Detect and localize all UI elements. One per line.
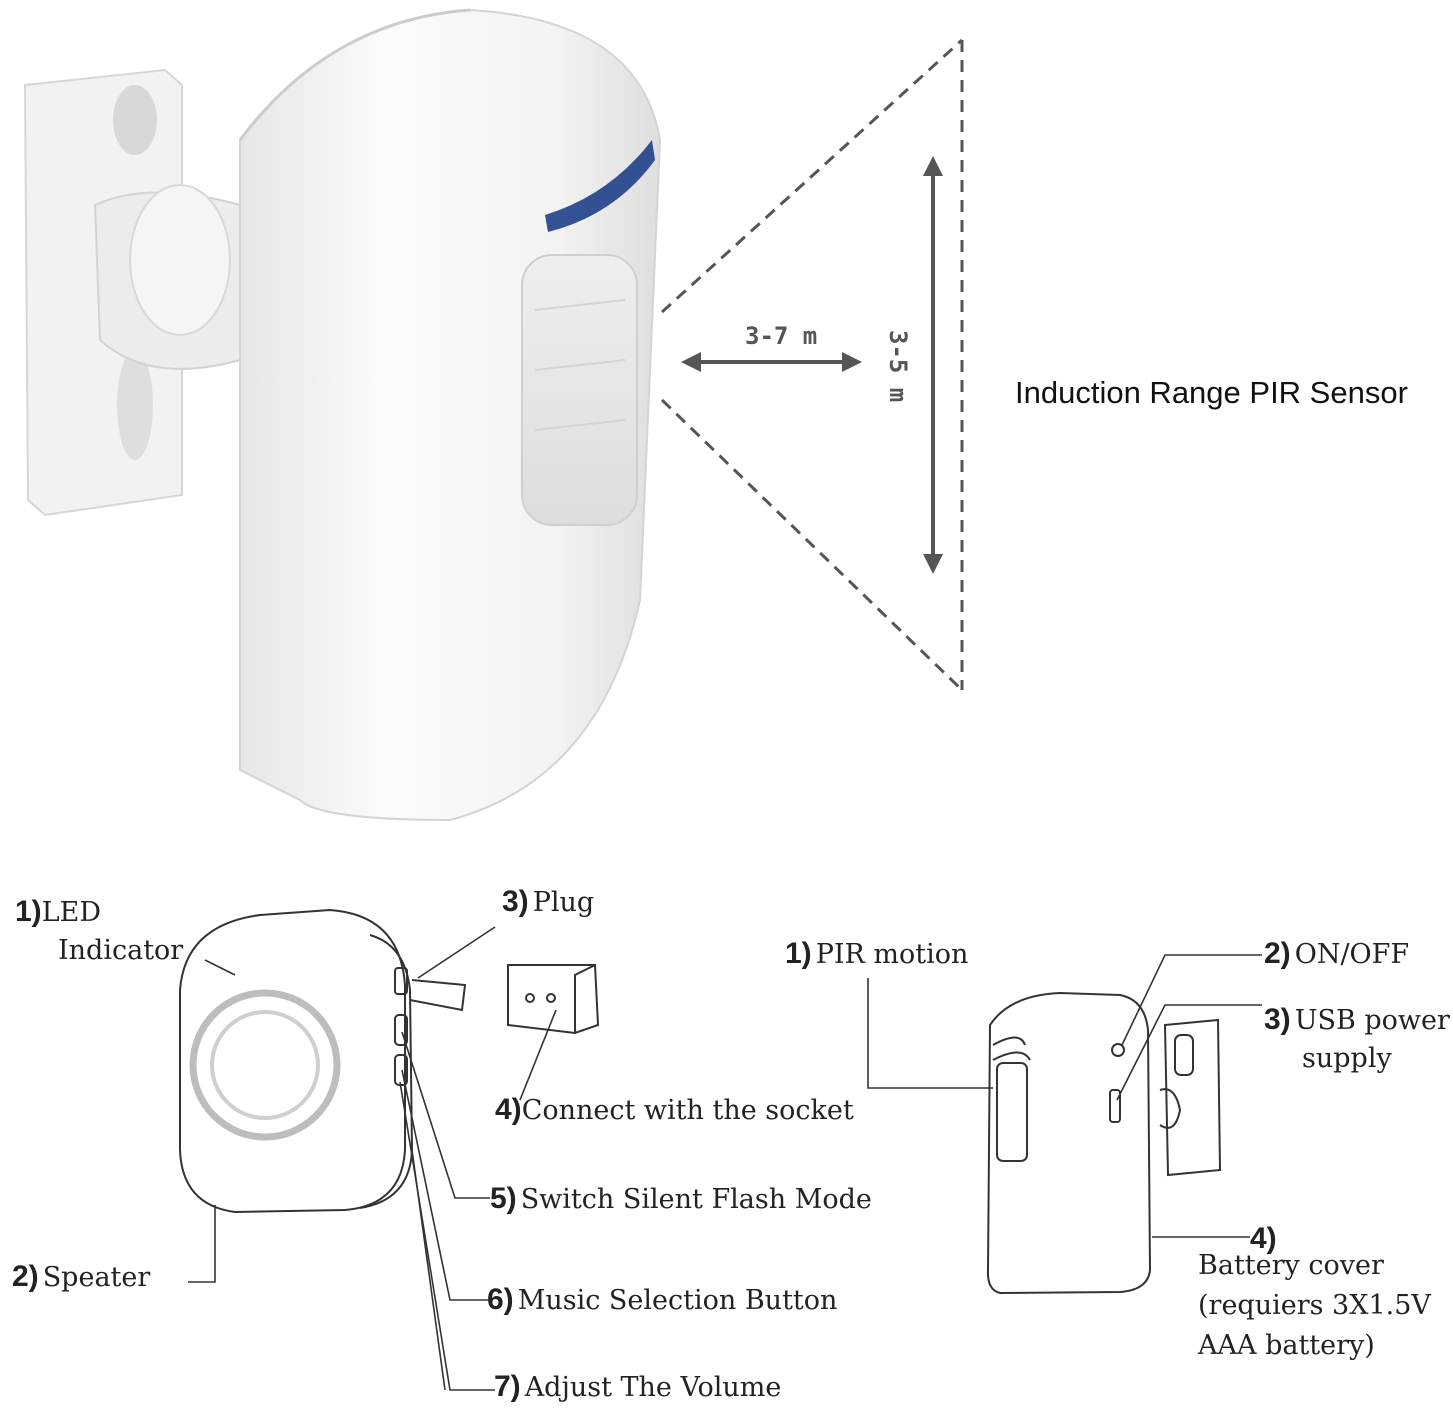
callout-text: Connect with the socket (521, 1095, 854, 1126)
pir-sensor-photo (23, 8, 662, 822)
callout-battery-type: AAA battery) (1198, 1330, 1375, 1361)
callout-number: 5) (490, 1182, 517, 1215)
callout-number: 1) (785, 937, 812, 970)
callout-battery-requirement: (requiers 3X1.5V (1198, 1290, 1431, 1321)
callout-speaker: 2) Speater (12, 1260, 150, 1294)
callout-text: Plug (532, 887, 595, 918)
callout-on-off: 2) ON/OFF (1264, 937, 1409, 971)
callout-text: Music Selection Button (517, 1285, 838, 1316)
callout-text: Adjust The Volume (524, 1372, 782, 1403)
callout-usb-supply: supply (1302, 1043, 1392, 1074)
motion-sensor-drawing (986, 991, 1222, 1295)
width-label: 3-5 m (884, 330, 912, 403)
callout-text: ON/OFF (1294, 939, 1410, 970)
callout-volume: 7) Adjust The Volume (494, 1370, 781, 1404)
callout-text: Speater (42, 1262, 151, 1293)
callout-number: 2) (12, 1260, 39, 1293)
callout-battery-cover: Battery cover (1198, 1250, 1384, 1281)
doorbell-leader-lines (188, 926, 557, 1391)
sensor-leader-lines (867, 954, 1262, 1238)
callout-battery-number: 4) (1250, 1222, 1277, 1255)
callout-indicator: Indicator (58, 935, 184, 966)
callout-number: 3) (502, 885, 529, 918)
detection-range-triangle (660, 38, 964, 692)
callout-number: 2) (1264, 937, 1291, 970)
distance-label: 3-7 m (745, 322, 818, 350)
callout-number: 7) (494, 1370, 521, 1403)
pir-range-title: Induction Range PIR Sensor (1015, 375, 1408, 410)
callout-text: LED (41, 897, 101, 928)
callout-text: Switch Silent Flash Mode (520, 1184, 872, 1215)
doorbell-receiver-drawing (179, 908, 600, 1214)
callout-number: 6) (487, 1283, 514, 1316)
callout-number: 1) (15, 895, 42, 928)
callout-music-selection: 6) Music Selection Button (487, 1283, 837, 1317)
callout-text: USB power (1294, 1005, 1450, 1036)
callout-text: PIR motion (815, 939, 969, 970)
callout-usb-power: 3) USB power (1264, 1003, 1450, 1037)
callout-led: 1)LED (15, 895, 101, 929)
callout-pir-motion: 1) PIR motion (785, 937, 968, 971)
callout-number: 3) (1264, 1003, 1291, 1036)
callout-number: 4) (495, 1093, 522, 1126)
callout-socket: 4)Connect with the socket (495, 1093, 854, 1127)
callout-silent-flash: 5) Switch Silent Flash Mode (490, 1182, 872, 1216)
callout-plug: 3) Plug (502, 885, 594, 919)
